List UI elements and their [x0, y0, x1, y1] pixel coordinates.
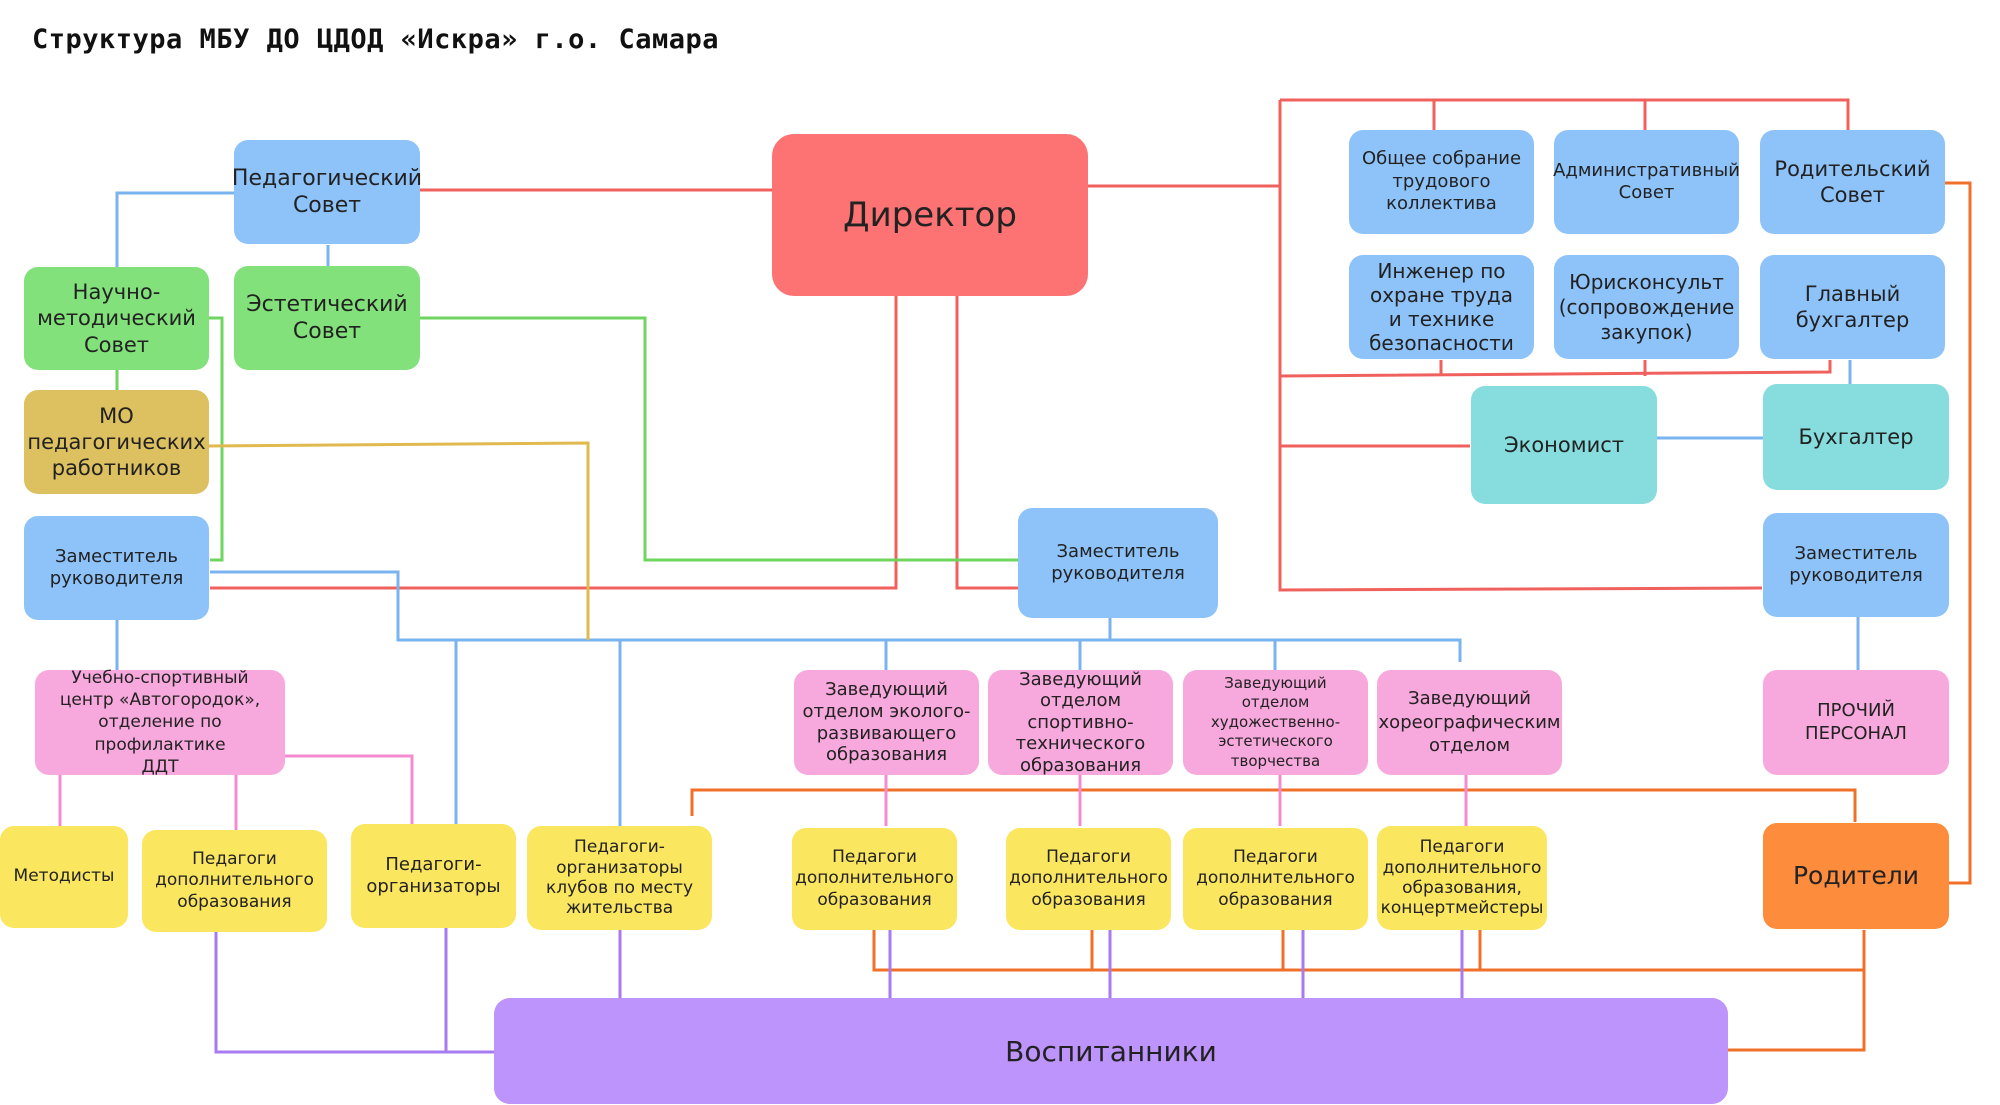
- link-director-deputy-center: [955, 296, 1018, 590]
- head-choreography-dept-box[interactable]: Заведующий хореографическим отделом: [1377, 670, 1562, 775]
- deputy-left-box[interactable]: Заместитель руководителя: [24, 516, 209, 620]
- link-right-red-bus: [1278, 100, 1763, 592]
- deputy-right-box[interactable]: Заместитель руководителя: [1763, 513, 1949, 617]
- mo-teachers-box[interactable]: МО педагогических работников: [24, 390, 209, 494]
- safety-engineer-box[interactable]: Инженер по охране труда и технике безопа…: [1349, 255, 1534, 359]
- teachers-box-1[interactable]: Педагоги дополнительного образования: [142, 830, 327, 932]
- link-ped-council-nm: [115, 191, 234, 268]
- organizers-box[interactable]: Педагоги- организаторы: [351, 824, 516, 928]
- link-parent-council-parents: [1945, 181, 1972, 885]
- link-orange-top: [690, 788, 1857, 822]
- pupils-box[interactable]: Воспитанники: [494, 998, 1728, 1104]
- teachers-box-2[interactable]: Педагоги дополнительного образования: [792, 828, 957, 930]
- head-art-dept-box[interactable]: Заведующий отделом художественно- эстети…: [1183, 670, 1368, 775]
- link-est-deputy-center: [420, 316, 1018, 562]
- parents-box[interactable]: Родители: [1763, 823, 1949, 929]
- other-staff-box[interactable]: ПРОЧИЙ ПЕРСОНАЛ: [1763, 670, 1949, 775]
- accountant-box[interactable]: Бухгалтер: [1763, 384, 1949, 490]
- general-meeting-box[interactable]: Общее собрание трудового коллектива: [1349, 130, 1534, 234]
- pedagogical-council-box[interactable]: Педагогический Совет: [232, 140, 422, 244]
- methodists-box[interactable]: Методисты: [0, 826, 128, 928]
- deputy-center-box[interactable]: Заместитель руководителя: [1018, 508, 1218, 618]
- chief-accountant-box[interactable]: Главный бухгалтер: [1760, 255, 1945, 359]
- sports-center-box[interactable]: Учебно-спортивный центр «Автогородок», о…: [35, 668, 285, 777]
- link-nm-deputy-left: [208, 316, 224, 562]
- page-title: Структура МБУ ДО ЦДОД «Искра» г.о. Самар…: [32, 24, 719, 55]
- head-sport-dept-box[interactable]: Заведующий отделом спортивно- техническо…: [988, 669, 1173, 776]
- link-orange-bottom: [872, 928, 1864, 972]
- teachers-box-3[interactable]: Педагоги дополнительного образования: [1006, 828, 1171, 930]
- teachers-box-4[interactable]: Педагоги дополнительного образования: [1183, 828, 1368, 930]
- teachers-box-5[interactable]: Педагоги дополнительного образования, ко…: [1377, 826, 1547, 930]
- aesthetic-council-box[interactable]: Эстетический Совет: [234, 266, 420, 370]
- link-deputy-left-bus: [210, 570, 1462, 662]
- parent-council-box[interactable]: Родительский Совет: [1760, 130, 1945, 234]
- admin-council-box[interactable]: Административный Совет: [1553, 130, 1740, 234]
- link-teachers1-pupils: [214, 932, 494, 1054]
- director-box[interactable]: Директор: [772, 134, 1088, 296]
- economist-box[interactable]: Экономист: [1471, 386, 1657, 504]
- link-director-deputy-left: [210, 296, 898, 590]
- link-mo-bus: [207, 441, 590, 640]
- link-red-mid: [1279, 360, 1832, 378]
- club-organizers-box[interactable]: Педагоги- организаторы клубов по месту ж…: [527, 826, 712, 930]
- link-red-top: [1280, 98, 1850, 130]
- jurist-box[interactable]: Юрисконсульт (сопровождение закупок): [1554, 255, 1739, 359]
- link-orange-pupils: [1727, 930, 1866, 1052]
- head-eco-dept-box[interactable]: Заведующий отделом эколого- развивающего…: [794, 670, 979, 775]
- scientific-methodical-council-box[interactable]: Научно- методический Совет: [24, 267, 209, 370]
- link-sports-organizers: [285, 754, 414, 824]
